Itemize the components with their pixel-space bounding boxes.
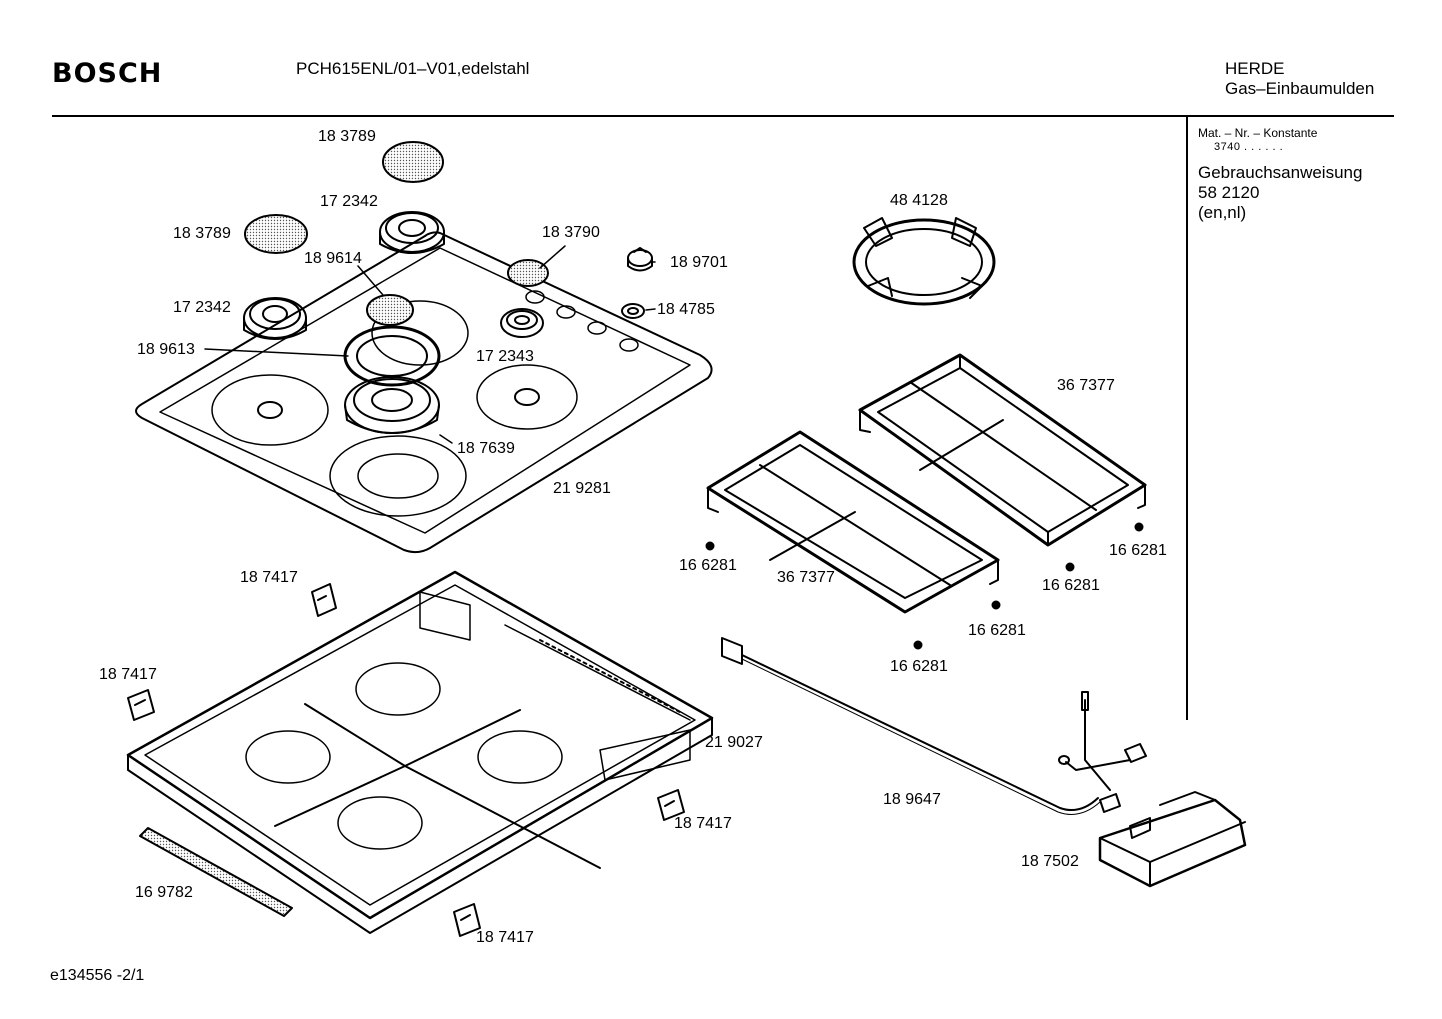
rubber-feet [705, 522, 1144, 650]
part-label: 18 9613 [137, 341, 195, 358]
part-label: 16 6281 [679, 557, 737, 574]
part-label: 18 7417 [240, 569, 298, 586]
mat-label: Mat. – Nr. – Konstante [1198, 126, 1318, 140]
manual-block: Gebrauchsanweisung 58 2120 (en,nl) [1198, 163, 1362, 223]
part-label: 18 7417 [476, 929, 534, 946]
cooktop-top-plate [135, 231, 713, 554]
manual-number: 58 2120 [1198, 183, 1260, 202]
part-label: 18 9614 [304, 250, 362, 267]
burner-head-rear [379, 211, 445, 254]
part-label: 16 6281 [1109, 542, 1167, 559]
part-label: 18 4785 [657, 301, 715, 318]
clip-right [657, 789, 685, 821]
part-label: 17 2343 [476, 348, 534, 365]
category-title: HERDE [1225, 59, 1285, 78]
mat-code: 3740 . . . . . . [1214, 141, 1284, 153]
part-label: 18 3790 [542, 224, 600, 241]
clip-bottom [453, 903, 481, 937]
brand-logo: BOSCH [52, 58, 163, 89]
burner-head-left [243, 297, 307, 340]
part-label: 17 2342 [320, 193, 378, 210]
part-label: 18 7417 [99, 666, 157, 683]
part-label: 18 3789 [318, 128, 376, 145]
part-label: 36 7377 [777, 569, 835, 586]
control-knob [627, 247, 653, 272]
part-label: 17 2342 [173, 299, 231, 316]
model-number: PCH615ENL/01–V01,edelstahl [296, 59, 530, 78]
part-label: 18 7502 [1021, 853, 1079, 870]
category-block: HERDE Gas–Einbaumulden [1225, 59, 1374, 99]
pan-support-rear [858, 353, 1147, 547]
wok-burner [344, 376, 440, 434]
burner-cap-left [244, 214, 308, 254]
manual-title: Gebrauchsanweisung [1198, 163, 1363, 182]
burner-cap-small [507, 259, 549, 287]
wok-support-ring [852, 217, 996, 306]
part-label: 21 9281 [553, 480, 611, 497]
burner-head-small [500, 308, 544, 338]
wiring-harness [721, 637, 1147, 815]
seal-strip [139, 827, 293, 917]
category-subtitle: Gas–Einbaumulden [1225, 79, 1375, 98]
side-divider [1186, 117, 1188, 720]
part-label: 18 7417 [674, 815, 732, 832]
part-label: 18 7639 [457, 440, 515, 457]
knob-washer [621, 303, 645, 319]
clip-top [311, 583, 337, 617]
pan-support-front [706, 430, 1000, 614]
leader-lines [204, 245, 656, 444]
part-label: 18 3789 [173, 225, 231, 242]
manual-languages: (en,nl) [1198, 203, 1247, 222]
burner-cap-large [382, 141, 444, 183]
burner-cap-wok-inner [366, 294, 414, 326]
part-label: 16 6281 [968, 622, 1026, 639]
header-rule [52, 115, 1394, 117]
drawing-id: e134556 -2/1 [50, 967, 145, 984]
part-label: 21 9027 [705, 734, 763, 751]
part-label: 16 6281 [1042, 577, 1100, 594]
part-label: 48 4128 [890, 192, 948, 209]
part-label: 36 7377 [1057, 377, 1115, 394]
side-panel: Mat. – Nr. – Konstante 3740 . . . . . . … [1198, 126, 1362, 223]
part-label: 16 6281 [890, 658, 948, 675]
clip-left [127, 689, 155, 721]
part-label: 16 9782 [135, 884, 193, 901]
part-label: 18 9701 [670, 254, 728, 271]
base-tray [126, 570, 714, 934]
ignition-module [1098, 791, 1247, 888]
part-label: 18 9647 [883, 791, 941, 808]
